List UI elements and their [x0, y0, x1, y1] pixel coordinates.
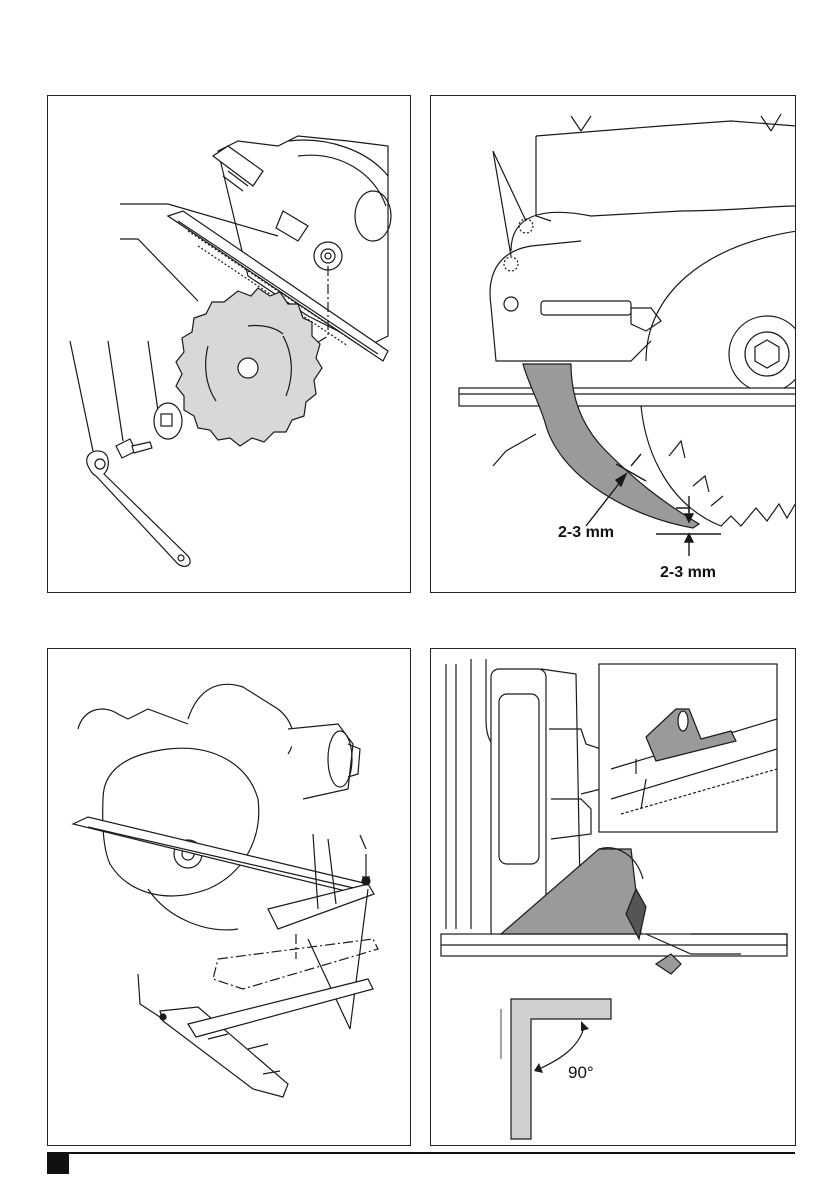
gap-label-lower: 2-3 mm	[660, 564, 716, 582]
angle-check-drawing	[431, 649, 796, 1146]
set-square	[511, 999, 611, 1139]
angle-label: 90°	[568, 1063, 594, 1083]
figure-parallel-guide	[47, 648, 411, 1146]
parallel-fence	[160, 979, 373, 1097]
clamping-bolt	[116, 439, 152, 458]
blade-mounting-drawing	[48, 96, 411, 593]
outer-flange	[154, 403, 182, 439]
figure-blade-mounting	[47, 95, 411, 593]
riving-knife-drawing	[431, 96, 796, 593]
spanner-wrench	[87, 451, 190, 566]
figure-angle-check: 90°	[430, 648, 796, 1146]
figure-riving-knife-adjustment: 2-3 mm 2-3 mm	[430, 95, 796, 593]
footer-rule	[47, 1152, 795, 1154]
saw-blade	[176, 288, 322, 446]
page-marker	[47, 1152, 69, 1174]
gap-label-upper: 2-3 mm	[558, 524, 614, 542]
detail-inset	[599, 664, 777, 832]
parallel-guide-drawing	[48, 649, 411, 1146]
